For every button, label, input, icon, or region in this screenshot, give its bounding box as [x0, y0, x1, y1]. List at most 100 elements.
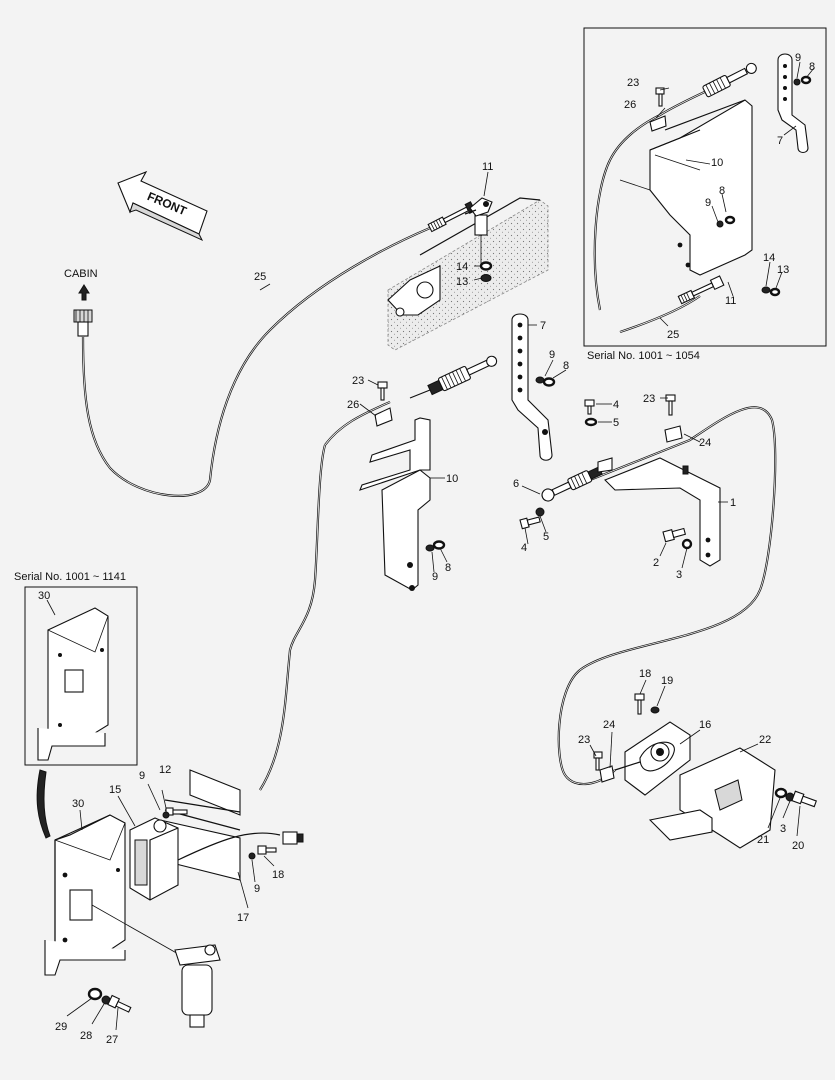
nut-8	[542, 377, 556, 387]
cable-adjuster-right	[541, 457, 613, 502]
callout-25: 25	[254, 271, 266, 283]
enclosure-30	[44, 814, 126, 976]
front-direction-arrow: FRONT	[117, 170, 208, 242]
callout-25-inset: 25	[667, 329, 679, 341]
leader-lines	[46, 61, 815, 1031]
callout-30-inset: 30	[38, 590, 50, 602]
callout-3-lower: 3	[780, 823, 786, 835]
washer-13	[480, 274, 492, 282]
callout-9-left: 9	[139, 770, 145, 782]
callout-4-lower: 4	[521, 542, 527, 554]
clamp-26	[374, 407, 393, 427]
washer-5-lower	[535, 507, 545, 517]
actuator-15	[129, 817, 179, 901]
callout-26-inset: 26	[624, 99, 636, 111]
callout-4-upper: 4	[613, 399, 619, 411]
callout-10: 10	[446, 473, 458, 485]
callout-8-inset: 8	[809, 61, 815, 73]
callout-1: 1	[730, 497, 736, 509]
callout-12: 12	[159, 764, 171, 776]
callout-11: 11	[482, 161, 493, 173]
washer-19	[650, 706, 660, 714]
bolt-23	[377, 381, 388, 401]
washer-9-left2	[248, 852, 256, 860]
callout-23-lower: 23	[578, 734, 590, 746]
cabin-up-arrow	[78, 284, 90, 301]
callout-2: 2	[653, 557, 659, 569]
cabin-cable-connector	[73, 309, 93, 323]
inset-serial-1141	[24, 586, 138, 766]
callout-14: 14	[456, 261, 468, 273]
bracket-22	[648, 747, 776, 849]
clamp-24-lower	[599, 765, 615, 783]
callout-26: 26	[347, 399, 359, 411]
callout-14-inset: 14	[763, 252, 775, 264]
washer-21	[774, 787, 788, 799]
bolt-27	[107, 994, 132, 1013]
rod-end-11	[464, 197, 493, 217]
part-number-callouts: 11 14 13 25 7 9 8 23 26 10 9 8 4 5 6 4 5…	[38, 52, 815, 1046]
plate-16	[624, 721, 691, 796]
bolt-4-lower	[519, 516, 541, 530]
callout-8-center: 8	[445, 562, 451, 574]
callout-7-inset: 7	[777, 135, 783, 147]
bracket-10	[359, 417, 431, 591]
callout-18-left: 18	[272, 869, 284, 881]
callout-6: 6	[513, 478, 519, 490]
bolt-18-right	[634, 693, 645, 715]
callout-13-inset: 13	[777, 264, 789, 276]
callout-28: 28	[80, 1030, 92, 1042]
bolt-23-lower	[593, 751, 603, 771]
washer-3	[681, 538, 693, 550]
washer-9	[535, 376, 545, 384]
nut-14	[479, 261, 493, 271]
engine-side-bracket	[387, 197, 549, 351]
callout-30: 30	[72, 798, 84, 810]
washer-9-left	[162, 811, 170, 819]
callout-5-upper: 5	[613, 417, 619, 429]
callout-3: 3	[676, 569, 682, 581]
fuel-filter	[91, 904, 221, 1028]
callout-29: 29	[55, 1021, 67, 1033]
serial-note-left: Serial No. 1001 ~ 1141	[14, 571, 126, 583]
washer-29	[87, 987, 103, 1001]
callout-9-inset: 9	[795, 52, 801, 64]
callout-9-inset2: 9	[705, 197, 711, 209]
connector-harness	[177, 831, 304, 861]
callout-23: 23	[352, 375, 364, 387]
callout-18-right: 18	[639, 668, 651, 680]
callout-24-upper: 24	[699, 437, 711, 449]
cable-adjuster-center	[409, 355, 498, 399]
clamp-24-upper	[664, 425, 683, 443]
callout-9: 9	[549, 349, 555, 361]
callout-21: 21	[757, 834, 769, 846]
bracket-1	[604, 457, 721, 567]
callout-8: 8	[563, 360, 569, 372]
callout-20: 20	[792, 840, 804, 852]
bolt-20	[791, 790, 818, 808]
callout-10-inset: 10	[711, 157, 723, 169]
washer-9-center	[425, 544, 435, 552]
serial-note-upper-right: Serial No. 1001 ~ 1054	[587, 350, 700, 362]
callout-8-inset2: 8	[719, 185, 725, 197]
callout-23-inset: 23	[627, 77, 639, 89]
cabin-direction: CABIN	[64, 268, 98, 337]
callout-9-center: 9	[432, 571, 438, 583]
callout-23-right: 23	[643, 393, 655, 405]
bolt-4-upper	[584, 399, 595, 415]
callout-19: 19	[661, 675, 673, 687]
callout-15: 15	[109, 784, 121, 796]
bolt-2	[662, 527, 687, 543]
callout-5-lower: 5	[543, 531, 549, 543]
bolt-18-left	[257, 845, 277, 855]
detail-reference-mark	[36, 769, 51, 839]
callout-22: 22	[759, 734, 771, 746]
callout-27: 27	[106, 1034, 118, 1046]
callout-11-inset: 11	[725, 295, 736, 307]
callout-13: 13	[456, 276, 468, 288]
callout-24-lower: 24	[603, 719, 615, 731]
cable-24-loop	[557, 406, 777, 786]
washer-5-upper	[584, 417, 598, 427]
